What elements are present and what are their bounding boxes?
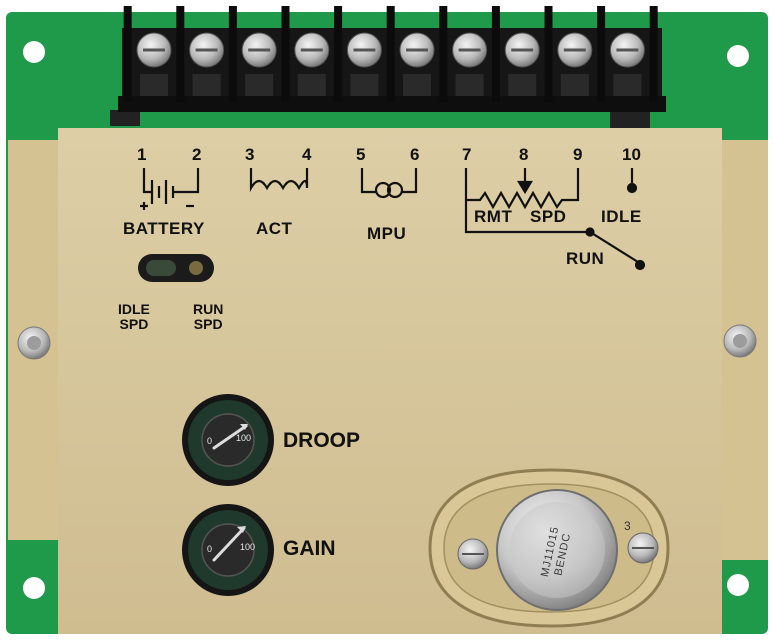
terminal-number-2: 2 [192, 145, 202, 164]
terminal-separator [649, 6, 658, 102]
terminal-wire-slot [560, 74, 589, 96]
side-screw-left [17, 326, 51, 360]
run-speed-label: RUN SPD [193, 301, 224, 332]
idle-terminal-label: IDLE [601, 207, 642, 226]
terminal-number-8: 8 [519, 145, 529, 164]
mpu-label: MPU [367, 224, 407, 243]
remote-label: RMT [474, 207, 513, 226]
terminal-number-9: 9 [573, 145, 583, 164]
terminal-number-6: 6 [410, 145, 420, 164]
pcb-mount-hole-top-right [727, 45, 749, 67]
terminal-number-1: 1 [137, 145, 147, 164]
droop-scale-max: 100 [236, 433, 252, 443]
terminal-separator [597, 6, 606, 102]
gain-scale-min: 0 [207, 544, 213, 554]
terminal-wire-slot [455, 74, 484, 96]
terminal-separator [386, 6, 395, 102]
terminal-block [118, 6, 666, 112]
terminal-number-7: 7 [462, 145, 472, 164]
speed-trimmer-slot [138, 254, 214, 282]
run-label: RUN [566, 249, 605, 268]
terminal-separator [544, 6, 553, 102]
transistor-pin-label: 3 [624, 519, 631, 533]
remote-speed-label: SPD [530, 207, 567, 226]
terminal-wire-slot [297, 74, 326, 96]
terminal-wire-slot [245, 74, 274, 96]
terminal-wire-slot [350, 74, 379, 96]
terminal-number-4: 4 [302, 145, 312, 164]
pcb-mount-hole-bottom-right [727, 574, 749, 596]
terminal-wire-slot [403, 74, 431, 96]
terminal-number-3: 3 [245, 145, 255, 164]
pcb-component [110, 110, 140, 126]
terminal-separator [334, 6, 343, 102]
gain-label: GAIN [283, 537, 336, 560]
terminal-wire-slot [508, 74, 537, 96]
droop-potentiometer[interactable] [182, 394, 274, 486]
terminal-separator [281, 6, 290, 102]
actuator-coil-symbol [249, 168, 309, 193]
remote-speed-symbol [464, 168, 646, 271]
terminal-wire-slot [613, 74, 642, 96]
terminal-separator [176, 6, 185, 102]
battery-label: BATTERY [123, 219, 205, 238]
actuator-label: ACT [256, 219, 293, 238]
terminal-wire-slot [192, 74, 221, 96]
terminal-separator [491, 6, 500, 102]
droop-label: DROOP [283, 429, 361, 452]
pcb-mount-hole-bottom-left [23, 577, 45, 599]
terminal-wire-slot [140, 74, 168, 96]
terminal-separator [228, 6, 237, 102]
terminal-number-5: 5 [356, 145, 366, 164]
battery-symbol [140, 168, 200, 210]
idle-speed-label: IDLE SPD [118, 301, 150, 332]
gain-potentiometer[interactable] [182, 504, 274, 596]
droop-scale-min: 0 [207, 436, 213, 446]
pcb-component [610, 110, 650, 128]
terminal-number-10: 10 [622, 145, 641, 164]
terminal-separator [439, 6, 448, 102]
side-screw-right [723, 324, 757, 358]
gain-scale-max: 100 [240, 542, 256, 552]
terminal-separator [123, 6, 132, 102]
power-transistor [428, 468, 670, 628]
mpu-symbol [360, 168, 418, 199]
pcb-mount-hole-top-left [23, 41, 45, 63]
